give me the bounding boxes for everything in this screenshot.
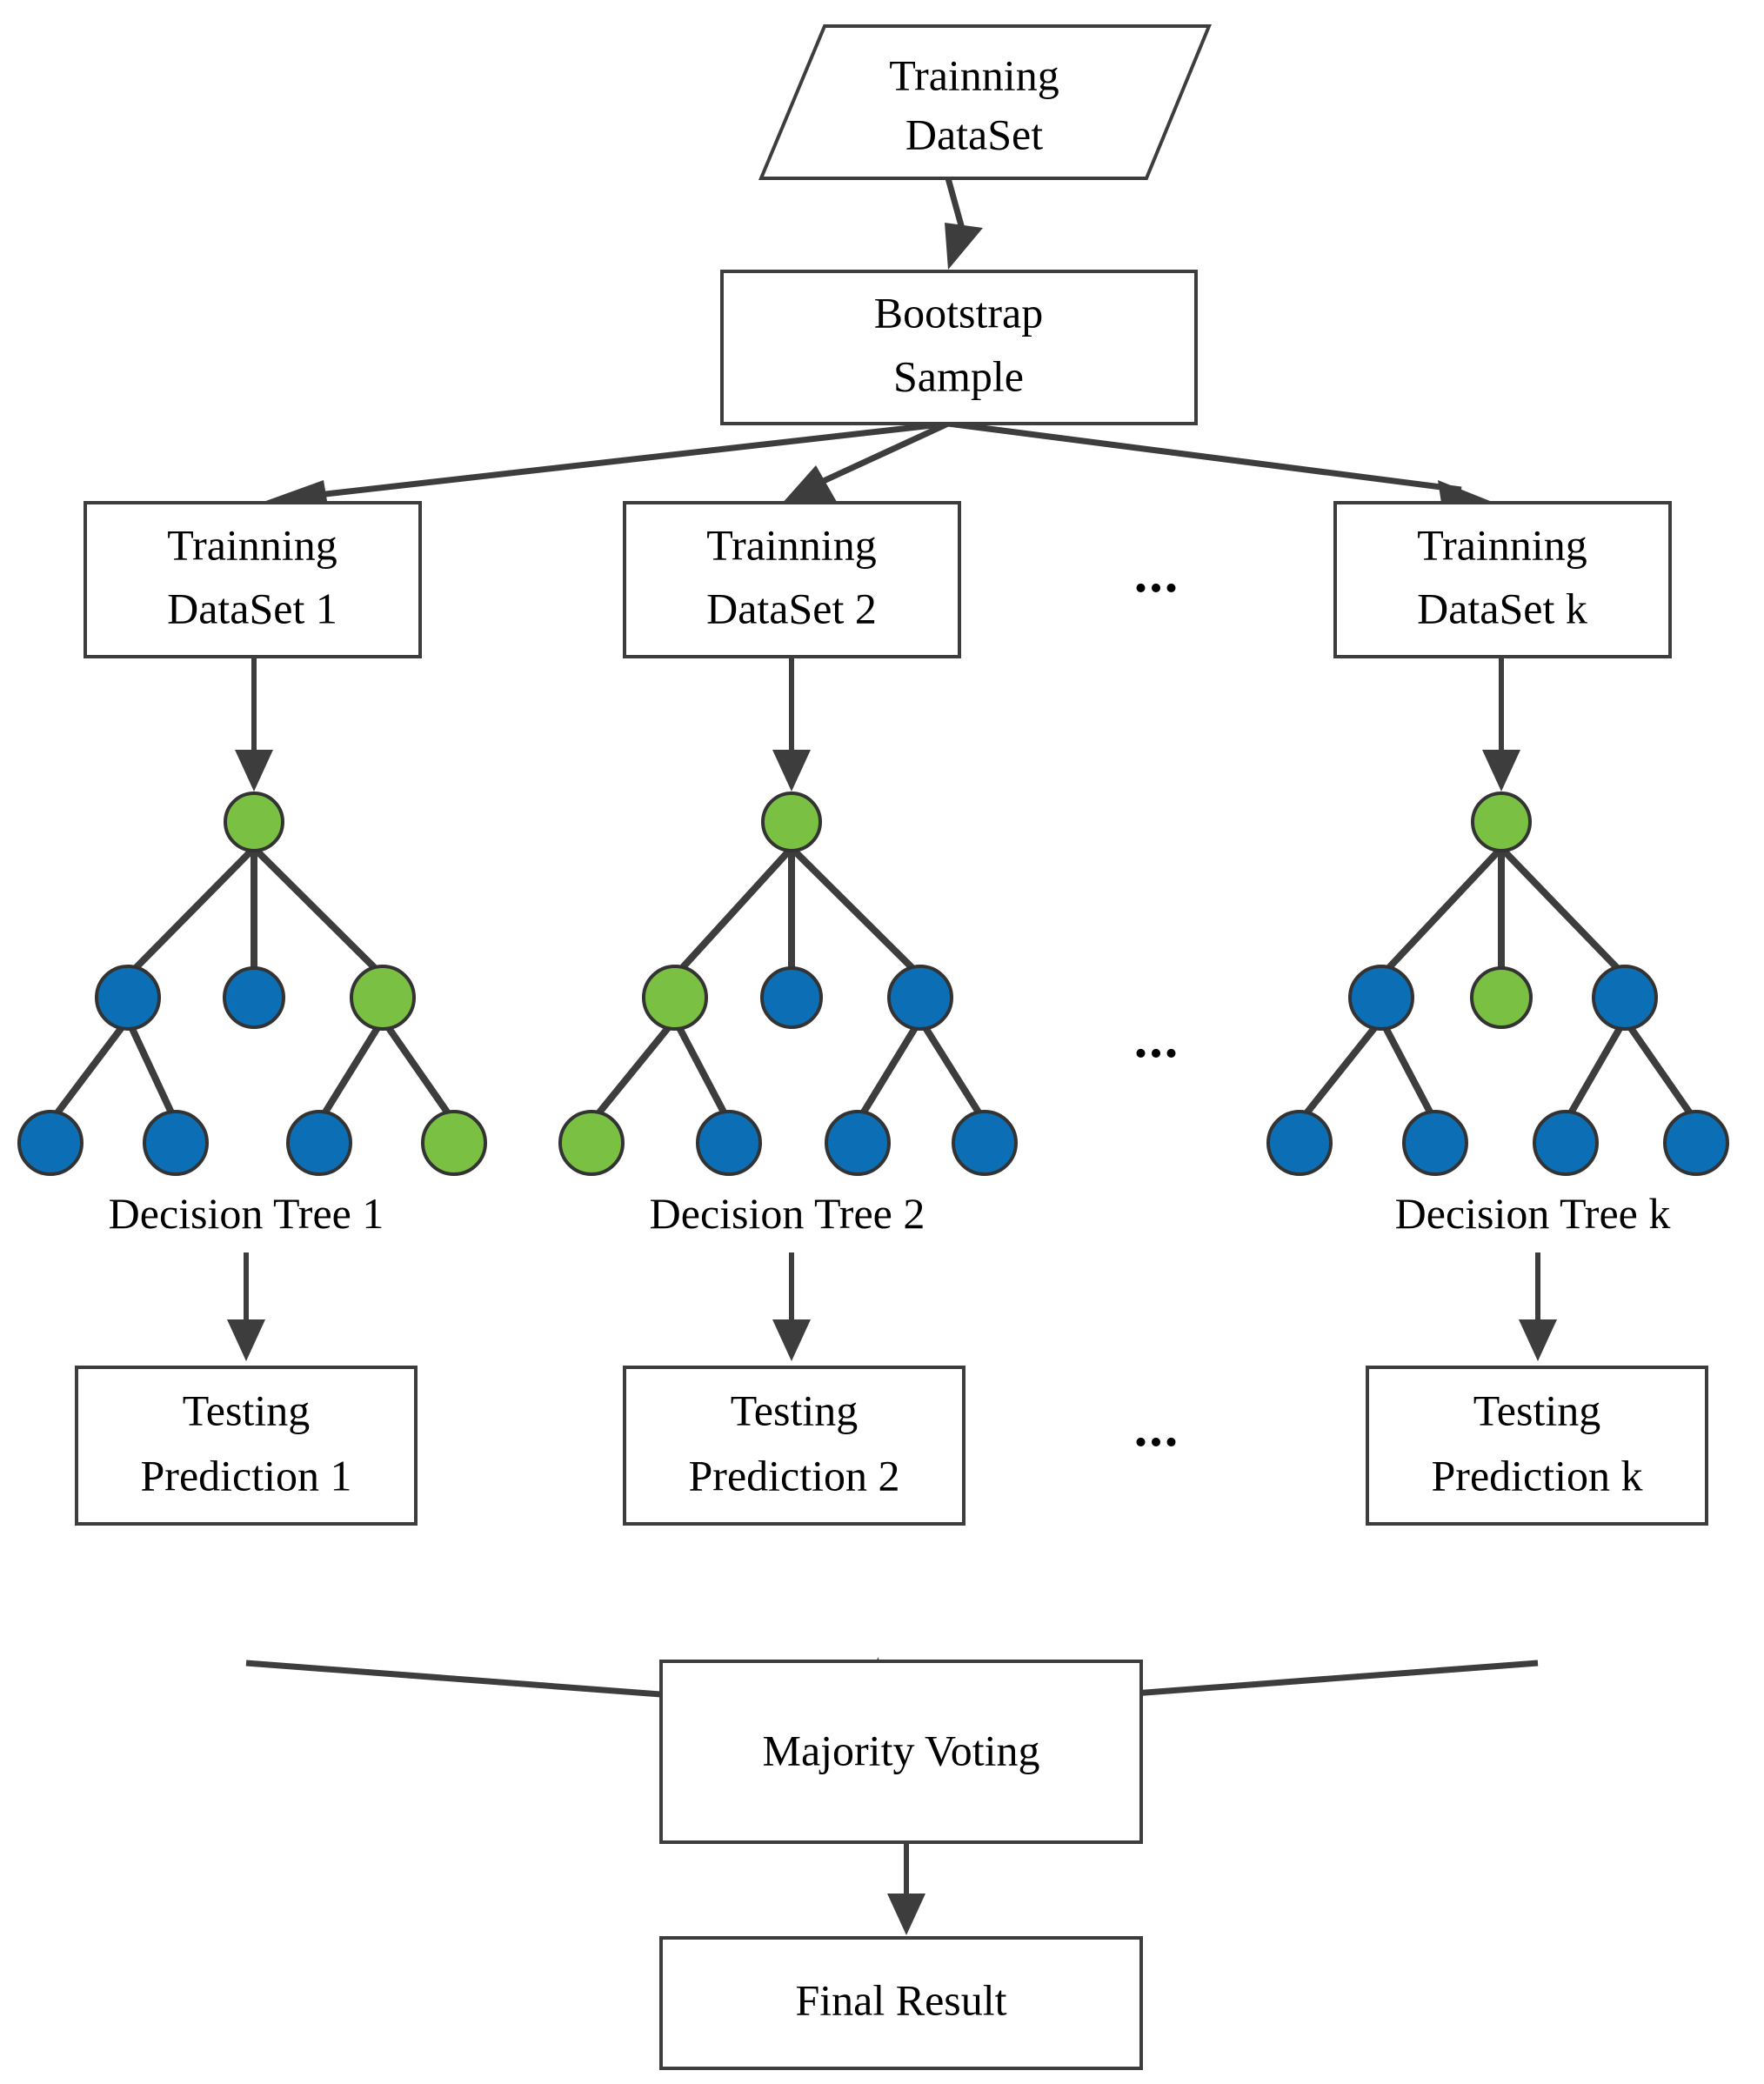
node-training-dataset-1[interactable]: Trainning DataSet 1 xyxy=(84,501,422,658)
tree-k-level2-node-3[interactable] xyxy=(1592,965,1658,1031)
tree-2-level2-node-2[interactable] xyxy=(760,966,823,1029)
node-final-result[interactable]: Final Result xyxy=(659,1936,1143,2070)
training-dataset-1-label-line2: DataSet 1 xyxy=(167,584,337,632)
node-training-dataset[interactable]: Trainning DataSet xyxy=(758,24,1212,180)
decision-tree-2: Decision Tree 2 xyxy=(558,792,1018,1238)
tree-k-root-node[interactable] xyxy=(1471,792,1532,852)
testing-prediction-k-label-line1: Testing xyxy=(1473,1386,1600,1434)
node-testing-prediction-k[interactable]: Testing Prediction k xyxy=(1366,1366,1708,1526)
edge-tree-to-prediction xyxy=(227,1252,1557,1361)
tree-1-leaf-node-3[interactable] xyxy=(286,1110,352,1176)
ellipsis-predictions: ... xyxy=(1134,1399,1180,1458)
node-testing-prediction-2[interactable]: Testing Prediction 2 xyxy=(623,1366,966,1526)
node-majority-voting[interactable]: Majority Voting xyxy=(659,1660,1143,1844)
tree-1-edges xyxy=(47,845,458,1125)
edge-subset-to-tree-root xyxy=(235,657,1520,792)
majority-voting-label: Majority Voting xyxy=(762,1726,1039,1774)
testing-prediction-2-label-line2: Prediction 2 xyxy=(688,1451,899,1500)
training-dataset-2-label-line1: Trainning xyxy=(706,520,876,569)
tree-2-leaf-node-2[interactable] xyxy=(696,1110,762,1176)
node-testing-prediction-1[interactable]: Testing Prediction 1 xyxy=(75,1366,418,1526)
testing-prediction-2-label-line1: Testing xyxy=(731,1386,858,1434)
decision-tree-k-label: Decision Tree k xyxy=(1395,1189,1671,1238)
decision-tree-2-label: Decision Tree 2 xyxy=(650,1189,925,1238)
node-training-dataset-k[interactable]: Trainning DataSet k xyxy=(1333,501,1672,658)
testing-prediction-1-label-line1: Testing xyxy=(183,1386,310,1434)
tree-k-edges xyxy=(1296,845,1700,1125)
tree-k-leaf-node-2[interactable] xyxy=(1402,1110,1468,1176)
tree-1-level2-node-1[interactable] xyxy=(95,965,161,1031)
testing-prediction-1-label-line2: Prediction 1 xyxy=(140,1451,351,1500)
training-dataset-2-label-line2: DataSet 2 xyxy=(706,584,877,632)
bootstrap-sample-label-line2: Sample xyxy=(893,351,1024,400)
node-bootstrap-sample[interactable]: Bootstrap Sample xyxy=(720,270,1198,425)
training-dataset-k-label-line1: Trainning xyxy=(1417,520,1587,569)
ellipsis-datasets: ... xyxy=(1134,544,1180,604)
edge-voting-to-final xyxy=(887,1842,925,1935)
tree-k-leaf-node-4[interactable] xyxy=(1663,1110,1729,1176)
tree-2-level2-node-3[interactable] xyxy=(887,965,953,1031)
tree-2-edges xyxy=(588,845,988,1125)
tree-1-leaf-node-1[interactable] xyxy=(17,1110,84,1176)
tree-1-level2-node-2[interactable] xyxy=(223,966,285,1029)
final-result-label: Final Result xyxy=(795,1975,1006,2024)
tree-k-leaf-node-1[interactable] xyxy=(1266,1110,1333,1176)
testing-prediction-k-label-line2: Prediction k xyxy=(1431,1451,1642,1500)
node-training-dataset-2[interactable]: Trainning DataSet 2 xyxy=(623,501,961,658)
tree-2-root-node[interactable] xyxy=(761,792,822,852)
decision-tree-1: Decision Tree 1 xyxy=(17,792,487,1238)
ellipsis-trees: ... xyxy=(1134,1010,1180,1069)
edge-dataset-to-bootstrap xyxy=(945,177,983,270)
tree-1-root-node[interactable] xyxy=(224,792,284,852)
tree-k-level2-node-2[interactable] xyxy=(1470,966,1533,1029)
training-dataset-k-label-line2: DataSet k xyxy=(1417,584,1587,632)
tree-2-level2-node-1[interactable] xyxy=(642,965,708,1031)
tree-2-leaf-node-1[interactable] xyxy=(558,1110,625,1176)
tree-2-leaf-node-3[interactable] xyxy=(825,1110,891,1176)
bootstrap-sample-label-line1: Bootstrap xyxy=(874,288,1043,337)
tree-k-level2-node-1[interactable] xyxy=(1348,965,1414,1031)
tree-2-leaf-node-4[interactable] xyxy=(952,1110,1018,1176)
tree-1-leaf-node-2[interactable] xyxy=(143,1110,209,1176)
tree-1-leaf-node-4[interactable] xyxy=(421,1110,487,1176)
training-dataset-label-line1: Trainning xyxy=(889,50,1059,99)
decision-tree-1-label: Decision Tree 1 xyxy=(109,1189,384,1238)
tree-1-level2-node-3[interactable] xyxy=(350,965,416,1031)
decision-tree-k: Decision Tree k xyxy=(1266,792,1729,1238)
training-dataset-1-label-line1: Trainning xyxy=(167,520,337,569)
tree-k-leaf-node-3[interactable] xyxy=(1533,1110,1599,1176)
training-dataset-label-line2: DataSet xyxy=(905,110,1043,158)
